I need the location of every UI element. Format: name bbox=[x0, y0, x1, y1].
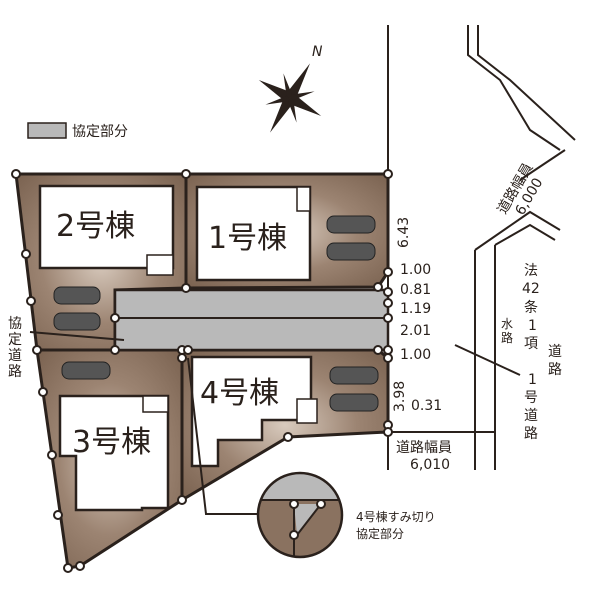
label-char: 項 bbox=[524, 336, 538, 352]
boundary-points bbox=[11, 169, 393, 573]
legend-swatch bbox=[27, 122, 67, 139]
car-icon bbox=[61, 361, 111, 380]
label-char: 1 bbox=[528, 372, 537, 388]
dim-2-01: 2.01 bbox=[400, 323, 431, 339]
dim-1-00b: 1.00 bbox=[400, 347, 431, 363]
waterway-label-2: 路 bbox=[501, 330, 513, 345]
building-label-3: 3号棟 bbox=[72, 425, 151, 460]
house-2 bbox=[38, 184, 175, 270]
private-road-label: 協 定 道 路 bbox=[8, 316, 22, 380]
dim-0-31: 0.31 bbox=[411, 398, 442, 414]
dim-0-81: 0.81 bbox=[400, 282, 431, 298]
corner-note-line1: 4号棟すみ切り bbox=[356, 509, 436, 524]
stairs-icon bbox=[296, 398, 318, 424]
building-label-4: 4号棟 bbox=[200, 376, 279, 411]
law-road-label: 法 42 条 1 項 1 号 道 路 道 路 bbox=[522, 263, 562, 442]
label-char: 条 bbox=[524, 299, 538, 316]
house-1 bbox=[195, 185, 312, 282]
corner-note-line2: 協定部分 bbox=[356, 526, 404, 541]
car-icon bbox=[53, 312, 101, 331]
compass-icon bbox=[258, 63, 322, 133]
road-width-value-bottom: 6,010 bbox=[410, 457, 450, 473]
label-char: 定 bbox=[8, 332, 22, 348]
compass-north-label: N bbox=[312, 44, 323, 60]
stairs-icon bbox=[142, 395, 169, 413]
stairs-icon bbox=[296, 186, 311, 212]
legend: 協定部分 bbox=[27, 122, 128, 140]
car-icon bbox=[329, 393, 379, 412]
label-char: 42 bbox=[522, 281, 540, 297]
dimensions: 6.43 1.00 0.81 1.19 2.01 1.00 3.98 0.31 bbox=[392, 217, 442, 414]
label-char: 道 bbox=[524, 408, 538, 424]
label-char: 路 bbox=[524, 426, 538, 442]
car-icon bbox=[329, 366, 379, 385]
label-char: 1 bbox=[528, 318, 537, 334]
label-char: 路 bbox=[548, 362, 562, 378]
label-char: 号 bbox=[524, 390, 538, 406]
label-char: 道 bbox=[548, 344, 562, 360]
stairs-icon bbox=[146, 254, 174, 276]
building-label-2: 2号棟 bbox=[56, 209, 135, 244]
building-label-1: 1号棟 bbox=[208, 221, 287, 256]
dim-1-00: 1.00 bbox=[400, 262, 431, 278]
label-char: 路 bbox=[8, 364, 22, 380]
label-char: 協 bbox=[8, 316, 22, 332]
legend-label: 協定部分 bbox=[72, 124, 128, 140]
label-char: 道 bbox=[8, 348, 22, 364]
dim-1-19: 1.19 bbox=[400, 301, 431, 317]
car-icon bbox=[326, 242, 376, 261]
car-icon bbox=[53, 286, 101, 305]
car-icon bbox=[326, 215, 376, 234]
waterway-label-1: 水 bbox=[501, 317, 513, 331]
house-3 bbox=[58, 394, 170, 512]
label-char: 法 bbox=[524, 263, 538, 279]
dim-3-98: 3.98 bbox=[392, 381, 408, 412]
agreement-road bbox=[113, 288, 390, 352]
road-width-label-bottom: 道路幅員 bbox=[396, 440, 452, 456]
dim-6-43: 6.43 bbox=[396, 217, 412, 248]
car-icons bbox=[53, 215, 379, 412]
corner-inset bbox=[256, 471, 344, 559]
